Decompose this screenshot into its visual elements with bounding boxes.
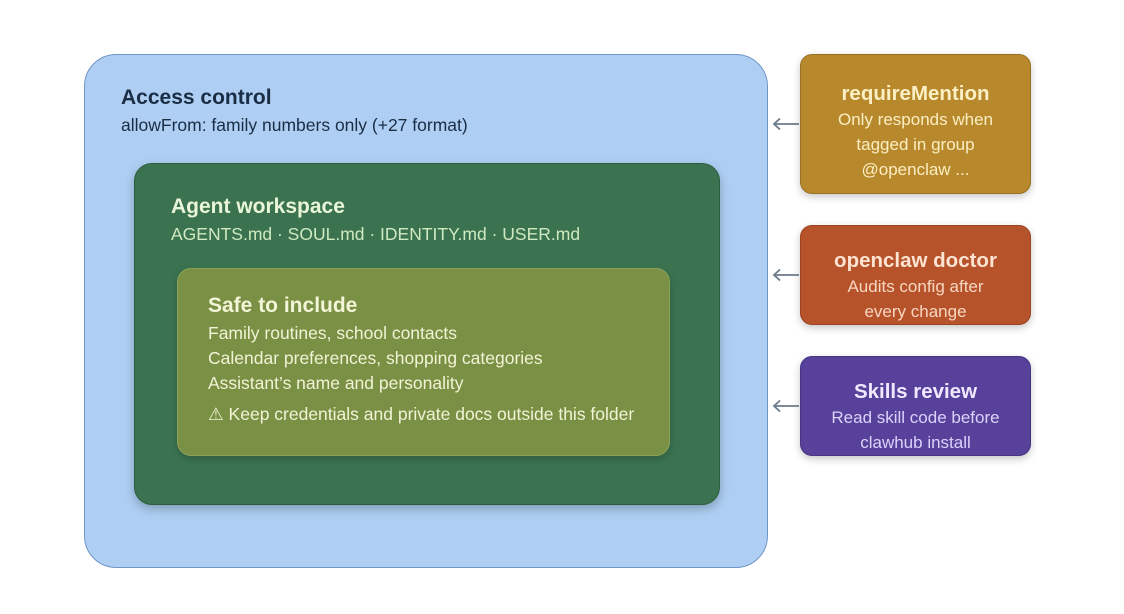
skills-review-desc-line: clawhub install [860,433,971,452]
arrow-left-icon [772,268,799,282]
arrow-left-icon [772,399,799,413]
arrow-left-icon [772,117,799,131]
safe-to-include-title: Safe to include [208,294,358,317]
skills-review-desc-line: Read skill code before [831,408,1000,427]
access-control-subtitle: allowFrom: family numbers only (+27 form… [121,115,468,135]
skills-review-title: Skills review [853,380,978,403]
openclaw-doctor-desc-line: every change [864,302,967,321]
openclaw-doctor-desc-line: Audits config after [847,277,984,296]
agent-workspace-title: Agent workspace [171,195,345,218]
skills-review-box: Skills review Read skill code before cla… [800,356,1031,456]
safe-item: Calendar preferences, shopping categorie… [208,348,543,368]
access-control-title: Access control [121,86,272,109]
require-mention-title: requireMention [841,82,990,105]
safe-item: Family routines, school contacts [208,323,457,343]
openclaw-doctor-title: openclaw doctor [834,249,997,272]
safe-to-include-container [177,268,670,456]
safe-item: Assistant’s name and personality [208,373,464,393]
require-mention-desc-line: tagged in group [856,135,975,154]
require-mention-box: requireMention Only responds when tagged… [800,54,1031,194]
agent-workspace-files: AGENTS.md · SOUL.md · IDENTITY.md · USER… [171,224,581,244]
openclaw-doctor-box: openclaw doctor Audits config after ever… [800,225,1031,325]
credentials-warning: ⚠ Keep credentials and private docs outs… [208,404,635,424]
require-mention-desc-line: @openclaw ... [861,160,970,179]
require-mention-desc-line: Only responds when [838,110,993,129]
